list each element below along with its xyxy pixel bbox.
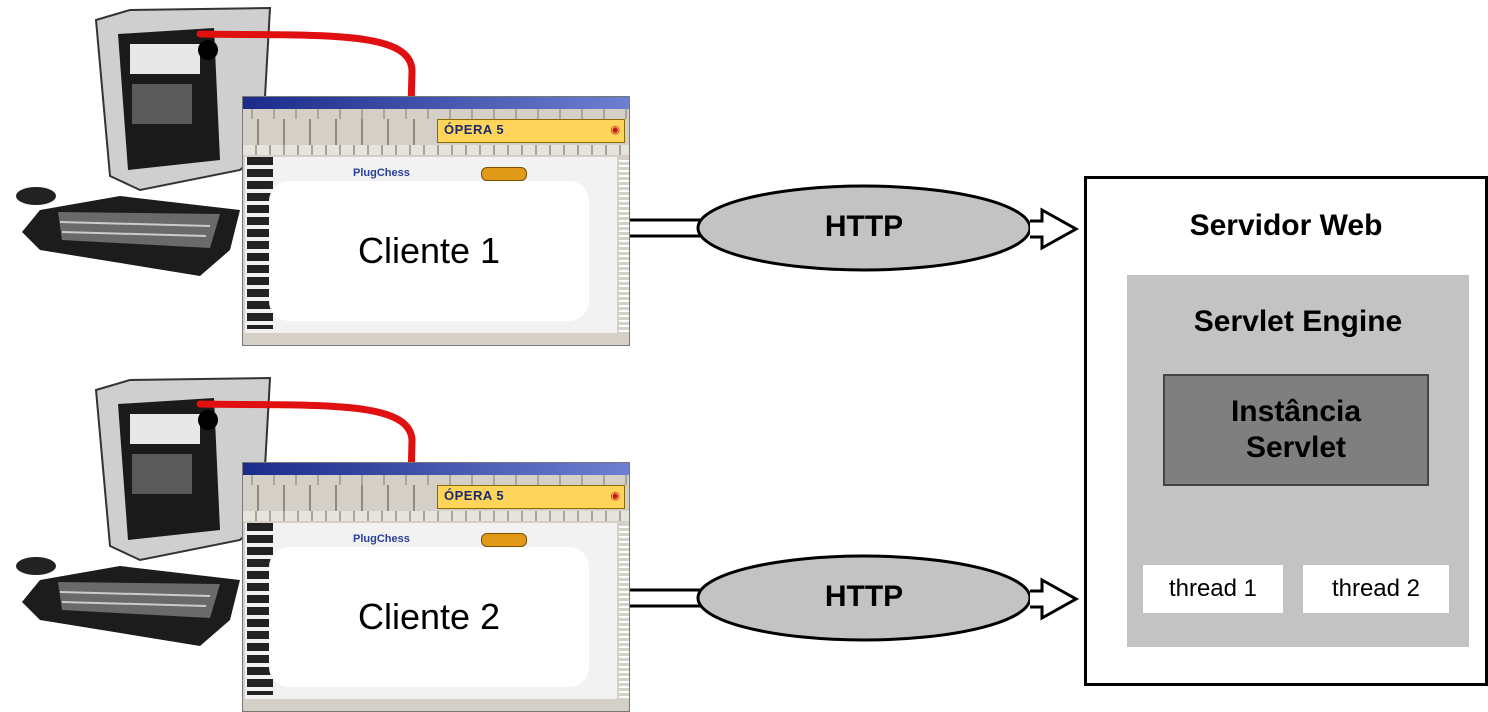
client-card: Cliente 1: [269, 181, 589, 321]
http-label: HTTP: [824, 580, 904, 613]
page-badge: [481, 167, 527, 181]
browser-addressbar: [243, 511, 629, 521]
browser-toolbar: [243, 485, 433, 511]
browser-toolbar: [243, 119, 433, 145]
browser-titlebar: [243, 463, 629, 475]
browser-statusbar: [243, 334, 629, 345]
client-card: Cliente 2: [269, 547, 589, 687]
http-label: HTTP: [824, 210, 904, 243]
browser-menubar: [243, 475, 629, 485]
connector-pipe: [630, 218, 702, 608]
opera-title: ÓPERA 5: [444, 488, 505, 503]
client-label: Cliente 2: [357, 596, 501, 637]
thread-box: thread 1: [1143, 565, 1283, 613]
page-side-nav: [247, 157, 273, 329]
browser-addressbar: [243, 145, 629, 155]
browser-window: ÓPERA 5 ◉ PlugChess Cliente 2: [242, 462, 630, 712]
thread-box: thread 2: [1303, 565, 1449, 613]
browser-statusbar: [243, 700, 629, 711]
browser-window: ÓPERA 5 ◉ PlugChess Cliente 1: [242, 96, 630, 346]
instance-label: Instância: [1230, 395, 1362, 428]
page-badge: [481, 533, 527, 547]
opera-logo-icon: ◉: [610, 490, 620, 502]
page-logo: PlugChess: [353, 167, 410, 179]
opera-banner: ÓPERA 5 ◉: [437, 485, 625, 509]
web-server-box: Servidor Web Servlet Engine Instância Se…: [1084, 176, 1488, 686]
servlet-instance-box: Instância Servlet: [1163, 374, 1429, 486]
browser-titlebar: [243, 97, 629, 109]
arrow-to-server-icon: [1030, 207, 1080, 621]
red-arrow-icon: [196, 30, 416, 524]
server-title: Servidor Web: [1189, 209, 1383, 242]
opera-banner: ÓPERA 5 ◉: [437, 119, 625, 143]
opera-title: ÓPERA 5: [444, 122, 505, 137]
computer-icon: [16, 376, 272, 646]
servlet-engine-box: Servlet Engine Instância Servlet thread …: [1127, 275, 1469, 647]
page-side-nav: [247, 523, 273, 695]
page-logo: PlugChess: [353, 533, 410, 545]
instance-label: Servlet: [1245, 431, 1347, 464]
computer-icon: [16, 6, 272, 276]
client-label: Cliente 1: [357, 230, 501, 271]
browser-scrollbar: [619, 523, 629, 699]
browser-scrollbar: [619, 157, 629, 333]
engine-title: Servlet Engine: [1193, 305, 1403, 338]
browser-menubar: [243, 109, 629, 119]
opera-logo-icon: ◉: [610, 124, 620, 136]
